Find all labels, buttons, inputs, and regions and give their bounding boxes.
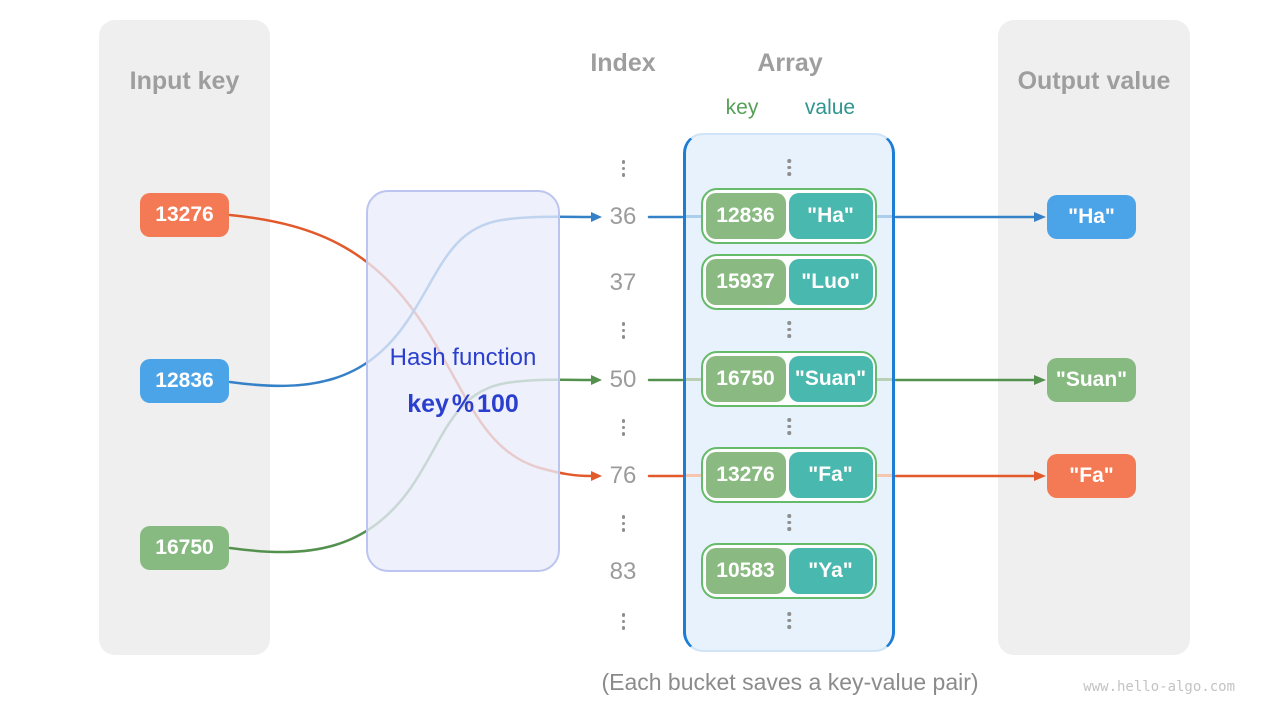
input-key-panel-title: Input key (129, 67, 240, 95)
hash-function-box: Hash function key % 100 (366, 190, 560, 572)
ellipsis-icon (621, 515, 625, 532)
site-watermark: www.hello-algo.com (1083, 679, 1235, 695)
input-key-12836: 12836 (140, 359, 229, 403)
bucket-index-36: 12836 "Ha" (701, 188, 877, 244)
bucket-index-83: 10583 "Ya" (701, 543, 877, 599)
bucket-83-value: "Ya" (788, 548, 873, 594)
output-value-fa-label: "Fa" (1069, 464, 1114, 487)
ellipsis-icon (621, 322, 625, 339)
index-column-header: Index (590, 49, 656, 77)
ellipsis-icon (787, 514, 791, 531)
ellipsis-icon (621, 613, 625, 630)
ellipsis-icon (787, 612, 791, 629)
ellipsis-icon (787, 418, 791, 435)
output-value-suan-label: "Suan" (1055, 368, 1128, 391)
input-key-13276-label: 13276 (155, 203, 214, 226)
array-column-header: Array (757, 49, 823, 77)
ellipsis-icon (621, 419, 625, 436)
output-value-panel: Output value (998, 20, 1190, 655)
bucket-50-key: 16750 (705, 356, 786, 402)
index-76: 76 (609, 462, 637, 489)
input-key-13276: 13276 (140, 193, 229, 237)
index-37: 37 (609, 269, 637, 296)
bucket-37-value: "Luo" (788, 259, 873, 305)
hash-function-title: Hash function (389, 343, 537, 371)
bucket-37-key: 15937 (705, 259, 786, 305)
input-key-12836-label: 12836 (155, 369, 214, 392)
array-value-label: value (804, 96, 856, 119)
output-value-ha: "Ha" (1047, 195, 1136, 239)
bucket-36-key: 12836 (705, 193, 786, 239)
bucket-index-50: 16750 "Suan" (701, 351, 877, 407)
input-key-16750-label: 16750 (155, 536, 214, 559)
diagram-caption: (Each bucket saves a key-value pair) (601, 669, 979, 695)
array-container: 12836 "Ha" 15937 "Luo" 16750 "Suan" 1327… (683, 133, 895, 652)
bucket-index-76: 13276 "Fa" (701, 447, 877, 503)
input-key-16750: 16750 (140, 526, 229, 570)
output-value-panel-title: Output value (1017, 67, 1171, 95)
ellipsis-icon (621, 160, 625, 177)
index-36: 36 (609, 203, 637, 230)
bucket-36-value: "Ha" (788, 193, 873, 239)
bucket-50-value: "Suan" (788, 356, 873, 402)
ellipsis-icon (787, 159, 791, 176)
output-value-suan: "Suan" (1047, 358, 1136, 402)
output-value-ha-label: "Ha" (1068, 205, 1115, 228)
ellipsis-icon (787, 321, 791, 338)
hash-function-formula: key % 100 (407, 389, 519, 418)
output-value-fa: "Fa" (1047, 454, 1136, 498)
bucket-76-value: "Fa" (788, 452, 873, 498)
bucket-index-37: 15937 "Luo" (701, 254, 877, 310)
index-50: 50 (609, 366, 637, 393)
index-83: 83 (609, 558, 637, 585)
array-key-label: key (725, 96, 759, 119)
bucket-76-key: 13276 (705, 452, 786, 498)
bucket-83-key: 10583 (705, 548, 786, 594)
